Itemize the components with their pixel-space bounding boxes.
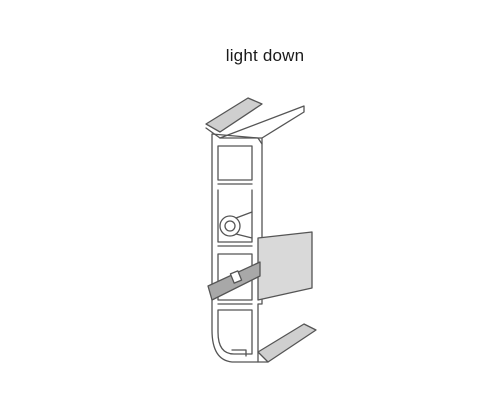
profile-inner-1 (217, 145, 253, 181)
profile-top-face (205, 127, 263, 145)
profile-top-edge (219, 105, 305, 139)
profile-inner-2 (217, 189, 253, 243)
bottom-end-cap (257, 323, 317, 363)
clip-groove (219, 215, 241, 237)
caption-light-down: light down (225, 46, 305, 65)
top-cover-strip (205, 97, 263, 133)
bracket-slot (229, 270, 243, 284)
profile-outer (211, 133, 263, 363)
profile-inner-4 (217, 309, 253, 355)
led-panel (257, 231, 313, 301)
